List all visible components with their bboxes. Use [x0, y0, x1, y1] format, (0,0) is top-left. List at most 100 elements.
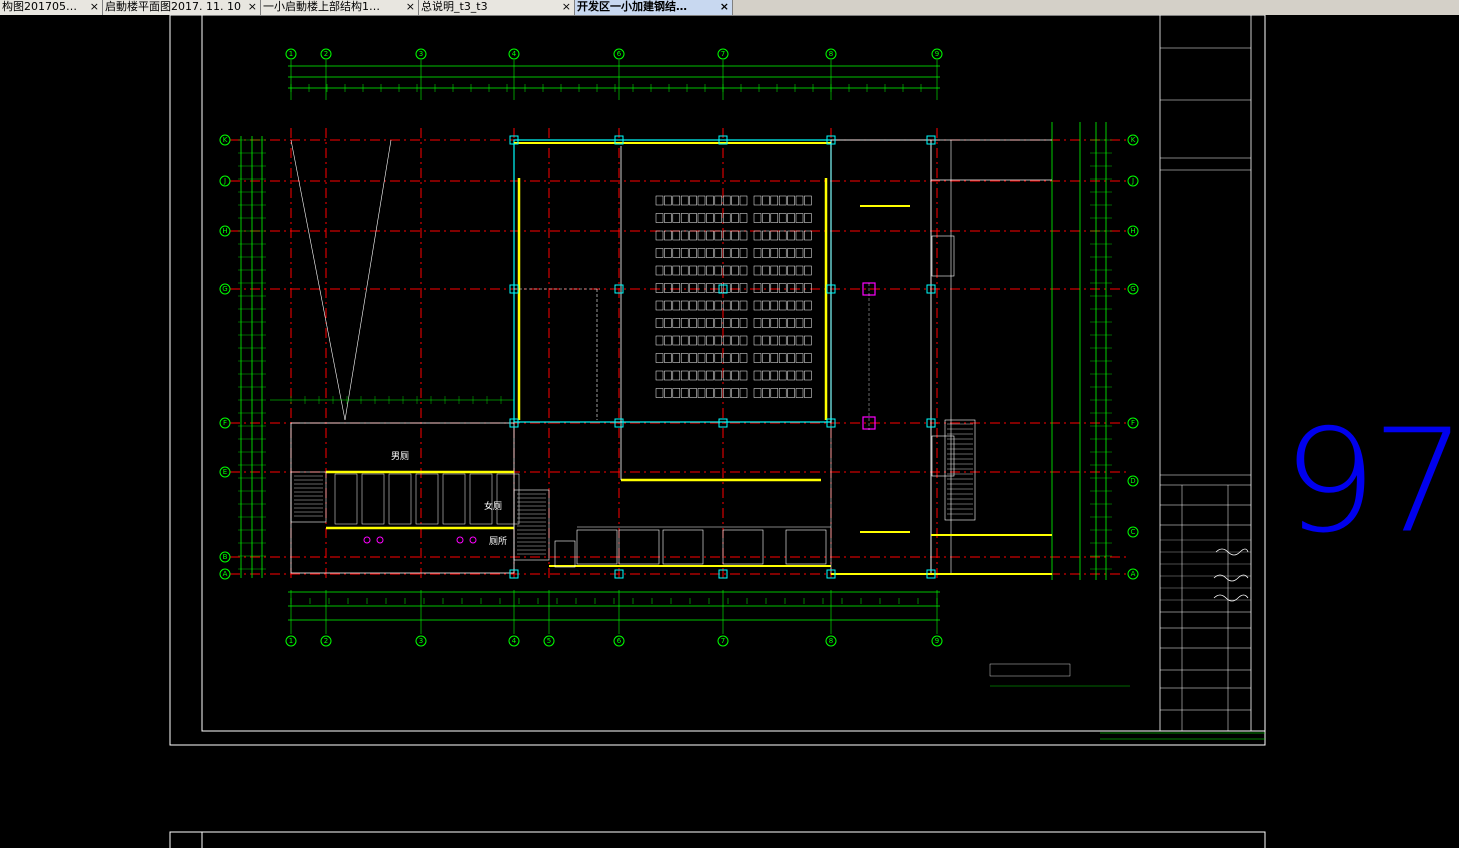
- signature: [1213, 594, 1249, 602]
- seat: [787, 370, 795, 381]
- seat: [804, 388, 812, 398]
- close-tab-icon[interactable]: ×: [717, 0, 729, 14]
- seat: [664, 248, 672, 258]
- column: [826, 569, 836, 579]
- seat: [795, 318, 804, 328]
- seat: [787, 283, 795, 293]
- seat: [672, 353, 681, 363]
- axis-bubble: [285, 635, 297, 647]
- seat: [787, 335, 795, 346]
- axis-label-right: K: [1131, 136, 1136, 144]
- axis-label-right: F: [1131, 419, 1135, 427]
- seat: [655, 335, 664, 346]
- axis-bubble: [219, 134, 231, 146]
- seat: [787, 353, 795, 363]
- seat: [762, 283, 770, 293]
- shaft: [931, 435, 955, 477]
- seat: [762, 335, 770, 346]
- stall: [415, 473, 439, 525]
- seat: [714, 230, 723, 241]
- tab-label: 总说明_t3_t3: [421, 0, 488, 13]
- stall: [469, 473, 493, 525]
- seat: [655, 265, 664, 276]
- seat: [672, 213, 681, 223]
- seat: [722, 370, 731, 381]
- seat: [762, 353, 770, 363]
- seat: [770, 335, 779, 346]
- axis-label-left: A: [223, 570, 228, 578]
- seat: [664, 265, 672, 276]
- seat: [731, 335, 739, 346]
- axis-label-left: G: [222, 285, 227, 293]
- seat: [689, 265, 697, 276]
- small-room: [618, 529, 660, 565]
- seat: [731, 213, 739, 223]
- seat: [762, 230, 770, 241]
- seat: [672, 230, 681, 241]
- axis-bubble: [508, 48, 520, 60]
- tab-2[interactable]: 启動楼平面图2017. 11. 10×: [103, 0, 261, 15]
- close-tab-icon[interactable]: ×: [403, 0, 415, 14]
- fixture-marker: [456, 536, 464, 544]
- seat: [706, 318, 714, 328]
- seat: [655, 388, 664, 398]
- axis-bubble: [320, 635, 332, 647]
- seat: [655, 370, 664, 381]
- axis-bubble: [415, 635, 427, 647]
- seat: [731, 353, 739, 363]
- seat: [762, 318, 770, 328]
- seat: [672, 265, 681, 276]
- seat: [795, 370, 804, 381]
- seat: [706, 300, 714, 311]
- close-tab-icon[interactable]: ×: [245, 0, 257, 14]
- axis-bubble: [285, 48, 297, 60]
- close-tab-icon[interactable]: ×: [559, 0, 571, 14]
- tab-4[interactable]: 总说明_t3_t3 ×: [419, 0, 575, 15]
- column: [509, 569, 519, 579]
- seat: [706, 195, 714, 206]
- seat: [739, 248, 748, 258]
- stall: [388, 473, 412, 525]
- seat: [753, 335, 762, 346]
- seat: [739, 318, 748, 328]
- tab-3[interactable]: 一小启動楼上部结构1…×: [261, 0, 419, 15]
- small-room: [662, 529, 704, 565]
- seat: [762, 370, 770, 381]
- stair-mid: [513, 489, 550, 561]
- axis-label-right: C: [1131, 528, 1136, 536]
- seat: [795, 353, 804, 363]
- document-tab-bar: 构图201705…×启動楼平面图2017. 11. 10×一小启動楼上部结构1……: [0, 0, 1459, 16]
- room-label-toilet-small: 厕所: [489, 536, 507, 547]
- seat: [770, 353, 779, 363]
- seat: [722, 265, 731, 276]
- tab-label: 开发区一小加建钢结…: [577, 0, 687, 13]
- seat: [722, 318, 731, 328]
- axis-label-right: J: [1131, 177, 1134, 185]
- tab-1[interactable]: 构图201705…×: [0, 0, 103, 15]
- close-tab-icon[interactable]: ×: [87, 0, 99, 14]
- seat: [731, 300, 739, 311]
- seat: [795, 335, 804, 346]
- column: [718, 284, 728, 294]
- fixture-marker: [469, 536, 477, 544]
- seat: [778, 283, 787, 293]
- axis-bubble: [1127, 175, 1139, 187]
- seat: [680, 213, 689, 223]
- shaft: [931, 235, 955, 277]
- seat: [722, 248, 731, 258]
- seat: [706, 388, 714, 398]
- axis-bubble: [1127, 475, 1139, 487]
- column: [614, 418, 624, 428]
- seat: [770, 300, 779, 311]
- seat: [770, 283, 779, 293]
- seat: [714, 318, 723, 328]
- seat: [753, 388, 762, 398]
- seat: [714, 370, 723, 381]
- seat: [706, 370, 714, 381]
- tab-5[interactable]: 开发区一小加建钢结… ×: [575, 0, 733, 15]
- seat: [672, 388, 681, 398]
- seat: [778, 353, 787, 363]
- axis-label-left: E: [223, 468, 227, 476]
- seat: [770, 230, 779, 241]
